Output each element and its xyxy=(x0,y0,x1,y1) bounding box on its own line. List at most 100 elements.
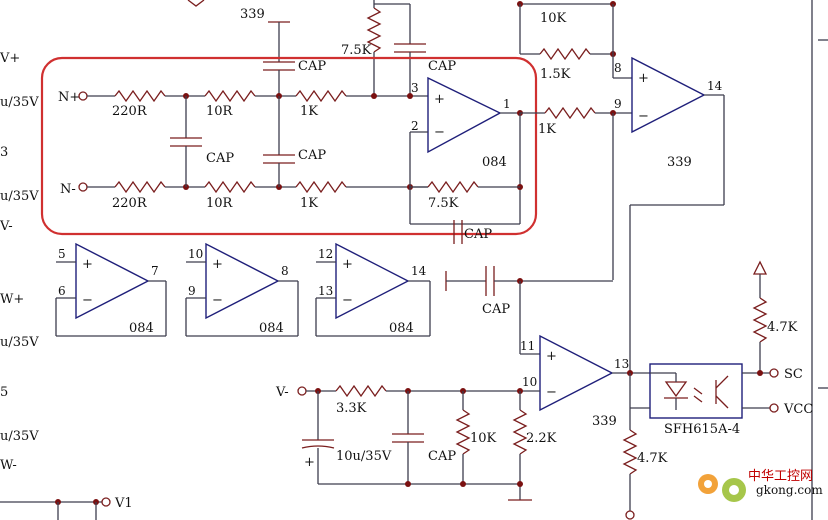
output-terminals: 4.7K SC VCC xyxy=(742,260,813,417)
left-label-1: V+ xyxy=(0,51,20,66)
left-label-2: u/35V xyxy=(0,95,39,110)
r-10-bot-label: 10R xyxy=(206,196,234,211)
vcc-terminal[interactable] xyxy=(769,403,779,413)
svg-text:+: + xyxy=(212,257,223,272)
svg-text:+: + xyxy=(546,349,557,364)
r-1k5-label: 1.5K xyxy=(540,67,571,82)
cap-electrolytic-label: 10u/35V xyxy=(336,449,392,464)
watermark-cn: 中华工控网 xyxy=(748,469,813,484)
n-neg-terminal[interactable] xyxy=(78,182,88,192)
left-label-7: u/35V xyxy=(0,335,39,350)
vcc-arrow-icon xyxy=(752,260,768,275)
highlight-box xyxy=(40,56,538,236)
v1-terminal-group: V1 xyxy=(0,496,133,520)
svg-text:+: + xyxy=(342,257,353,272)
cap-coupling-label: CAP xyxy=(482,302,510,317)
r-10k-bot-label: 10K xyxy=(470,431,497,446)
opamp-sum-part: 339 xyxy=(667,155,692,170)
cap-filter-label: CAP xyxy=(428,449,456,464)
svg-text:−: − xyxy=(212,293,223,308)
cap-mid-left-label: CAP xyxy=(206,151,234,166)
n-pos-terminal[interactable] xyxy=(78,91,88,101)
left-label-4: u/35V xyxy=(0,189,39,204)
left-label-6: W+ xyxy=(0,292,24,307)
left-label-5: V- xyxy=(0,219,13,234)
opamp-spare-a-part: 084 xyxy=(129,321,154,336)
sc-terminal[interactable] xyxy=(769,368,779,378)
r-4k7-bot-label: 4.7K xyxy=(637,451,668,466)
r-10-top-label: 10R xyxy=(206,104,234,119)
r-1k-top-label: 1K xyxy=(300,104,318,119)
sc-terminal-label: SC xyxy=(784,367,803,382)
opamp-main: + − 3 2 1 084 xyxy=(409,76,523,225)
opamp-sum-pin-neg: 9 xyxy=(614,97,622,111)
feedback-network-top: 7.5K CAP xyxy=(341,0,456,96)
watermark-url: gkong.com xyxy=(756,483,823,497)
r-7k5-bot-label: 7.5K xyxy=(428,196,459,211)
opamp-spare-c: + − 12 13 14 084 xyxy=(315,242,431,337)
pull-resistor-bottom: 4.7K xyxy=(622,407,668,520)
n-neg-terminal-label: N- xyxy=(60,182,76,197)
opamp-spare-c-pin-pos: 12 xyxy=(318,247,333,261)
shunt-capacitors: CAP CAP xyxy=(170,96,326,187)
svg-text:−: − xyxy=(546,385,557,400)
opamp-main-pin-out: 1 xyxy=(503,97,511,111)
opamp-comp-part: 339 xyxy=(592,414,617,429)
opamp-main-part: 084 xyxy=(482,155,507,170)
opamp-main-pin-neg: 2 xyxy=(411,119,419,133)
svg-text:−: − xyxy=(342,293,353,308)
opamp-spare-c-part: 084 xyxy=(389,321,414,336)
top-decoupling-cap: CAP xyxy=(263,21,326,96)
v1-terminal[interactable] xyxy=(101,497,111,507)
opamp-sum-pin-out: 14 xyxy=(707,79,723,93)
coupling-cap: CAP xyxy=(445,266,613,355)
opamp-spare-b: + − 10 9 8 084 xyxy=(185,242,299,337)
opamp-spare-c-pin-neg: 13 xyxy=(318,284,333,298)
cap-bottom-label: CAP xyxy=(464,227,492,242)
r-1k-out-label: 1K xyxy=(538,122,556,137)
left-label-9: u/35V xyxy=(0,429,39,444)
opamp-spare-a: + − 5 6 7 084 xyxy=(55,242,167,337)
r-7k5-top-label: 7.5K xyxy=(341,43,372,58)
opamp-spare-a-pin-neg: 6 xyxy=(58,284,66,298)
top-part-label: 339 xyxy=(240,7,265,22)
v-minus-terminal-label: V- xyxy=(275,385,289,400)
opamp-comp-pin-neg: 10 xyxy=(522,375,537,389)
left-label-3: 3 xyxy=(0,145,8,160)
opamp-sum-minus-sign: − xyxy=(638,109,649,124)
v-minus-terminal[interactable] xyxy=(297,386,307,396)
svg-text:+: + xyxy=(304,455,315,470)
feedback-network-bottom: 7.5K CAP xyxy=(410,180,520,244)
reference-network: 10K 1.5K xyxy=(517,1,632,280)
opamp-comparator: + − 11 10 13 339 xyxy=(520,334,650,429)
n-pos-terminal-label: N+ xyxy=(58,90,80,105)
left-label-10: W- xyxy=(0,458,17,473)
svg-text:−: − xyxy=(82,293,93,308)
cap-top-right-label: CAP xyxy=(428,59,456,74)
opamp-spare-b-pin-out: 8 xyxy=(281,264,289,278)
r-220-bot-label: 220R xyxy=(112,196,148,211)
opamp-main-minus-sign: − xyxy=(434,125,445,140)
r-3k3-label: 3.3K xyxy=(336,401,367,416)
opamp-main-plus-sign: + xyxy=(434,92,445,107)
arrow-stub-icon xyxy=(187,0,205,7)
opamp-spare-b-pin-neg: 9 xyxy=(188,284,196,298)
opamp-spare-a-pin-out: 7 xyxy=(151,264,159,278)
opamp-spare-a-pin-pos: 5 xyxy=(58,247,66,261)
optocoupler-part-label: SFH615A-4 xyxy=(664,422,740,437)
cap-top-label: CAP xyxy=(298,59,326,74)
vcc-terminal-label: VCC xyxy=(783,402,813,417)
input-row-negative: N- 220R 10R 1K xyxy=(60,180,428,211)
opamp-main-pin-pos: 3 xyxy=(411,81,419,95)
output-path: 1K xyxy=(520,106,632,137)
r-10k-top-label: 10K xyxy=(540,11,567,26)
watermark-logo: 中华工控网 gkong.com xyxy=(698,469,823,502)
r-220-top-label: 220R xyxy=(112,104,148,119)
reference-divider: V- 3.3K + 10u/35V CAP 10K 2.2K xyxy=(275,384,557,501)
left-edge-labels: V+ u/35V 3 u/35V V- W+ u/35V 5 u/35V W- xyxy=(0,51,39,473)
cap-mid-right-label: CAP xyxy=(298,148,326,163)
opamp-comp-pin-pos: 11 xyxy=(520,339,535,353)
left-label-8: 5 xyxy=(0,385,8,400)
